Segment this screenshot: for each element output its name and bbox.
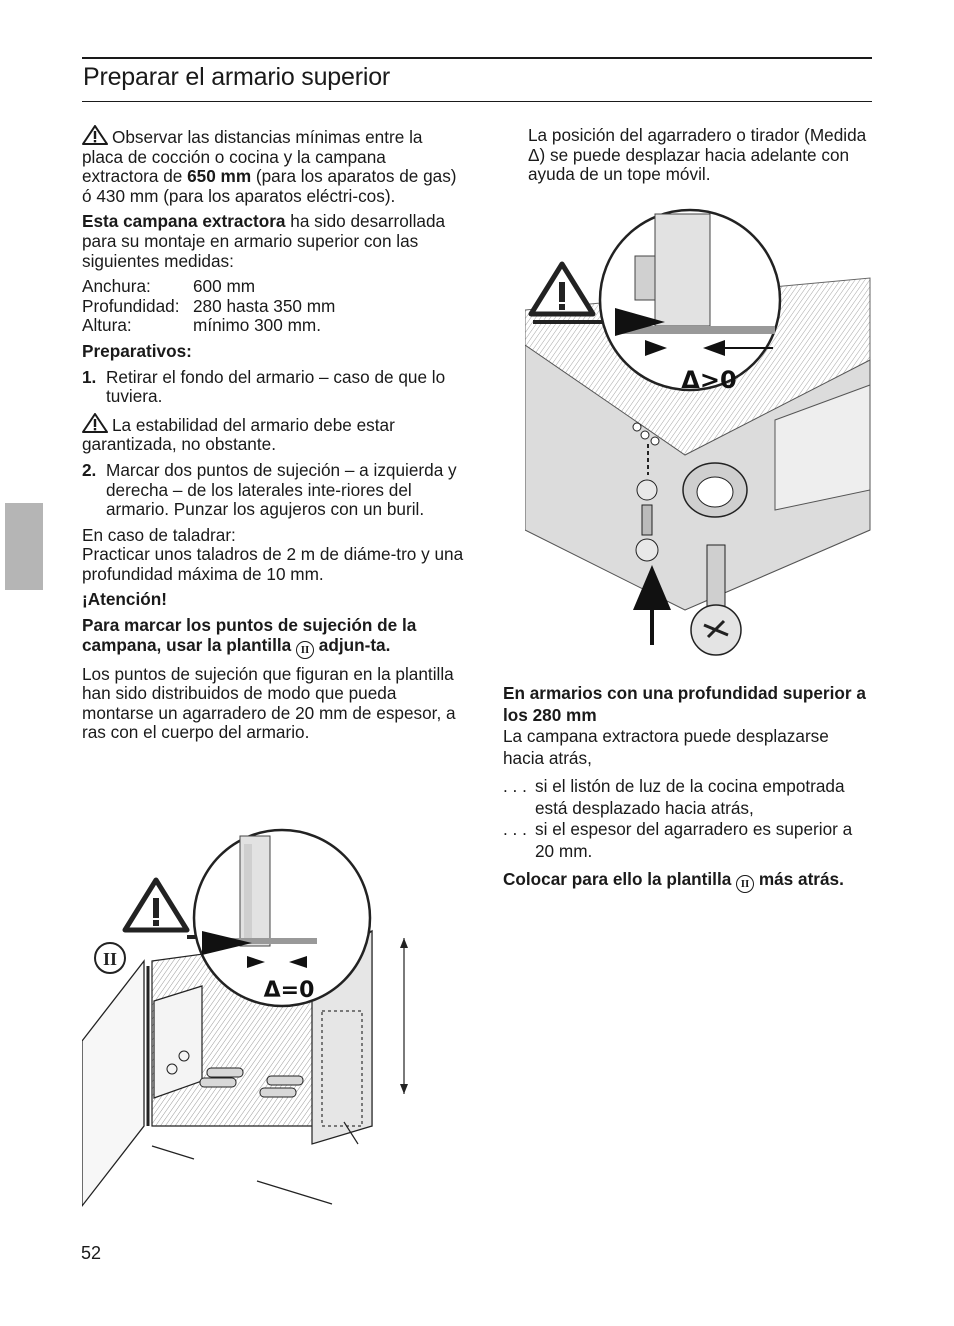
warning-paragraph: Observar las distancias mínimas entre la… <box>82 125 467 206</box>
template-symbol: II <box>736 875 755 893</box>
warning-icon <box>82 412 108 433</box>
intro-text: ha sido desarrollada para su montaje en … <box>82 211 446 271</box>
step-1: 1. Retirar el fondo del armario – caso de… <box>82 366 467 407</box>
list-dots: . . . <box>503 819 527 839</box>
preparation-heading: Preparativos: <box>82 340 192 361</box>
deep-cabinet-heading: En armarios con una profundidad superior… <box>503 683 866 725</box>
position-intro: La posición del agarradero o tirador (Me… <box>528 125 867 185</box>
title-rule <box>82 101 872 102</box>
final-instruction: Colocar para ello la plantilla II más at… <box>503 869 873 893</box>
left-column: Observar las distancias mínimas entre la… <box>82 125 467 743</box>
warning-distance: 650 mm <box>187 166 252 187</box>
drill-heading: En caso de taladrar: <box>82 524 236 545</box>
list-item: . . . si el espesor del agarradero es sup… <box>503 819 873 862</box>
dimension-label: Anchura: <box>82 276 151 297</box>
template-marker: II <box>103 949 117 969</box>
drill-text: Practicar unos taladros de 2 m de diáme-… <box>82 544 464 584</box>
template-text: Los puntos de sujeción que figuran en la… <box>82 663 456 743</box>
list-dots: . . . <box>503 776 527 796</box>
section-tab <box>5 503 43 590</box>
dimension-label: Altura: <box>82 315 132 336</box>
cabinet-figure: II Δ=0 <box>82 828 408 1208</box>
final-text-a: Colocar para ello la plantilla <box>503 869 737 889</box>
dimension-label: Profundidad: <box>82 295 180 316</box>
right-column-intro: La posición del agarradero o tirador (Me… <box>528 125 873 185</box>
warning-icon <box>82 125 108 145</box>
list-text: si el listón de luz de la cocina empotra… <box>535 776 845 818</box>
attention-text-a: Para marcar los puntos de sujeción de la… <box>82 615 417 655</box>
handle-stop-figure: Δ>0 <box>525 208 871 656</box>
step-number: 2. <box>82 459 97 480</box>
step-number: 1. <box>82 366 97 387</box>
attention-heading: ¡Atención! <box>82 589 167 610</box>
delta-zero-label: Δ=0 <box>264 978 315 1003</box>
list-item: . . . si el listón de luz de la cocina em… <box>503 776 873 819</box>
list-text: si el espesor del agarradero es superior… <box>535 819 853 861</box>
intro-paragraph: Esta campana extractora ha sido desarrol… <box>82 212 467 271</box>
intro-bold: Esta campana extractora <box>82 211 286 232</box>
dimension-value: mínimo 300 mm. <box>193 315 321 336</box>
page-title: Preparar el armario superior <box>83 63 391 91</box>
dimension-value: 600 mm <box>193 276 256 297</box>
attention-text-b: adjun-ta. <box>313 634 391 655</box>
step-text: Marcar dos puntos de sujeción – a izquie… <box>106 459 457 520</box>
top-rule <box>82 57 872 59</box>
dimension-row: Profundidad: 280 hasta 350 mm <box>82 295 467 317</box>
stability-note: La estabilidad del armario debe estar ga… <box>82 412 467 455</box>
right-column-body: En armarios con una profundidad superior… <box>503 683 873 893</box>
warning-rest: (para los aparatos de gas) ó 430 mm (par… <box>82 166 457 206</box>
step-text: Retirar el fondo del armario – caso de q… <box>106 366 446 407</box>
stability-text: La estabilidad del armario debe estar ga… <box>82 414 395 455</box>
step-2: 2. Marcar dos puntos de sujeción – a izqu… <box>82 459 467 520</box>
dimension-row: Altura: mínimo 300 mm. <box>82 316 467 336</box>
template-symbol: II <box>295 640 314 659</box>
final-text-b: más atrás. <box>754 869 844 889</box>
page-number: 52 <box>81 1243 102 1263</box>
deep-cabinet-body: La campana extractora puede desplazarse … <box>503 726 829 768</box>
dimension-row: Anchura: 600 mm <box>82 277 467 297</box>
delta-greater-label: Δ>0 <box>681 366 736 394</box>
warning-text: Observar las distancias mínimas entre la… <box>82 127 423 187</box>
dimension-value: 280 hasta 350 mm <box>193 295 336 316</box>
attention-text: Para marcar los puntos de sujeción de la… <box>82 615 467 659</box>
